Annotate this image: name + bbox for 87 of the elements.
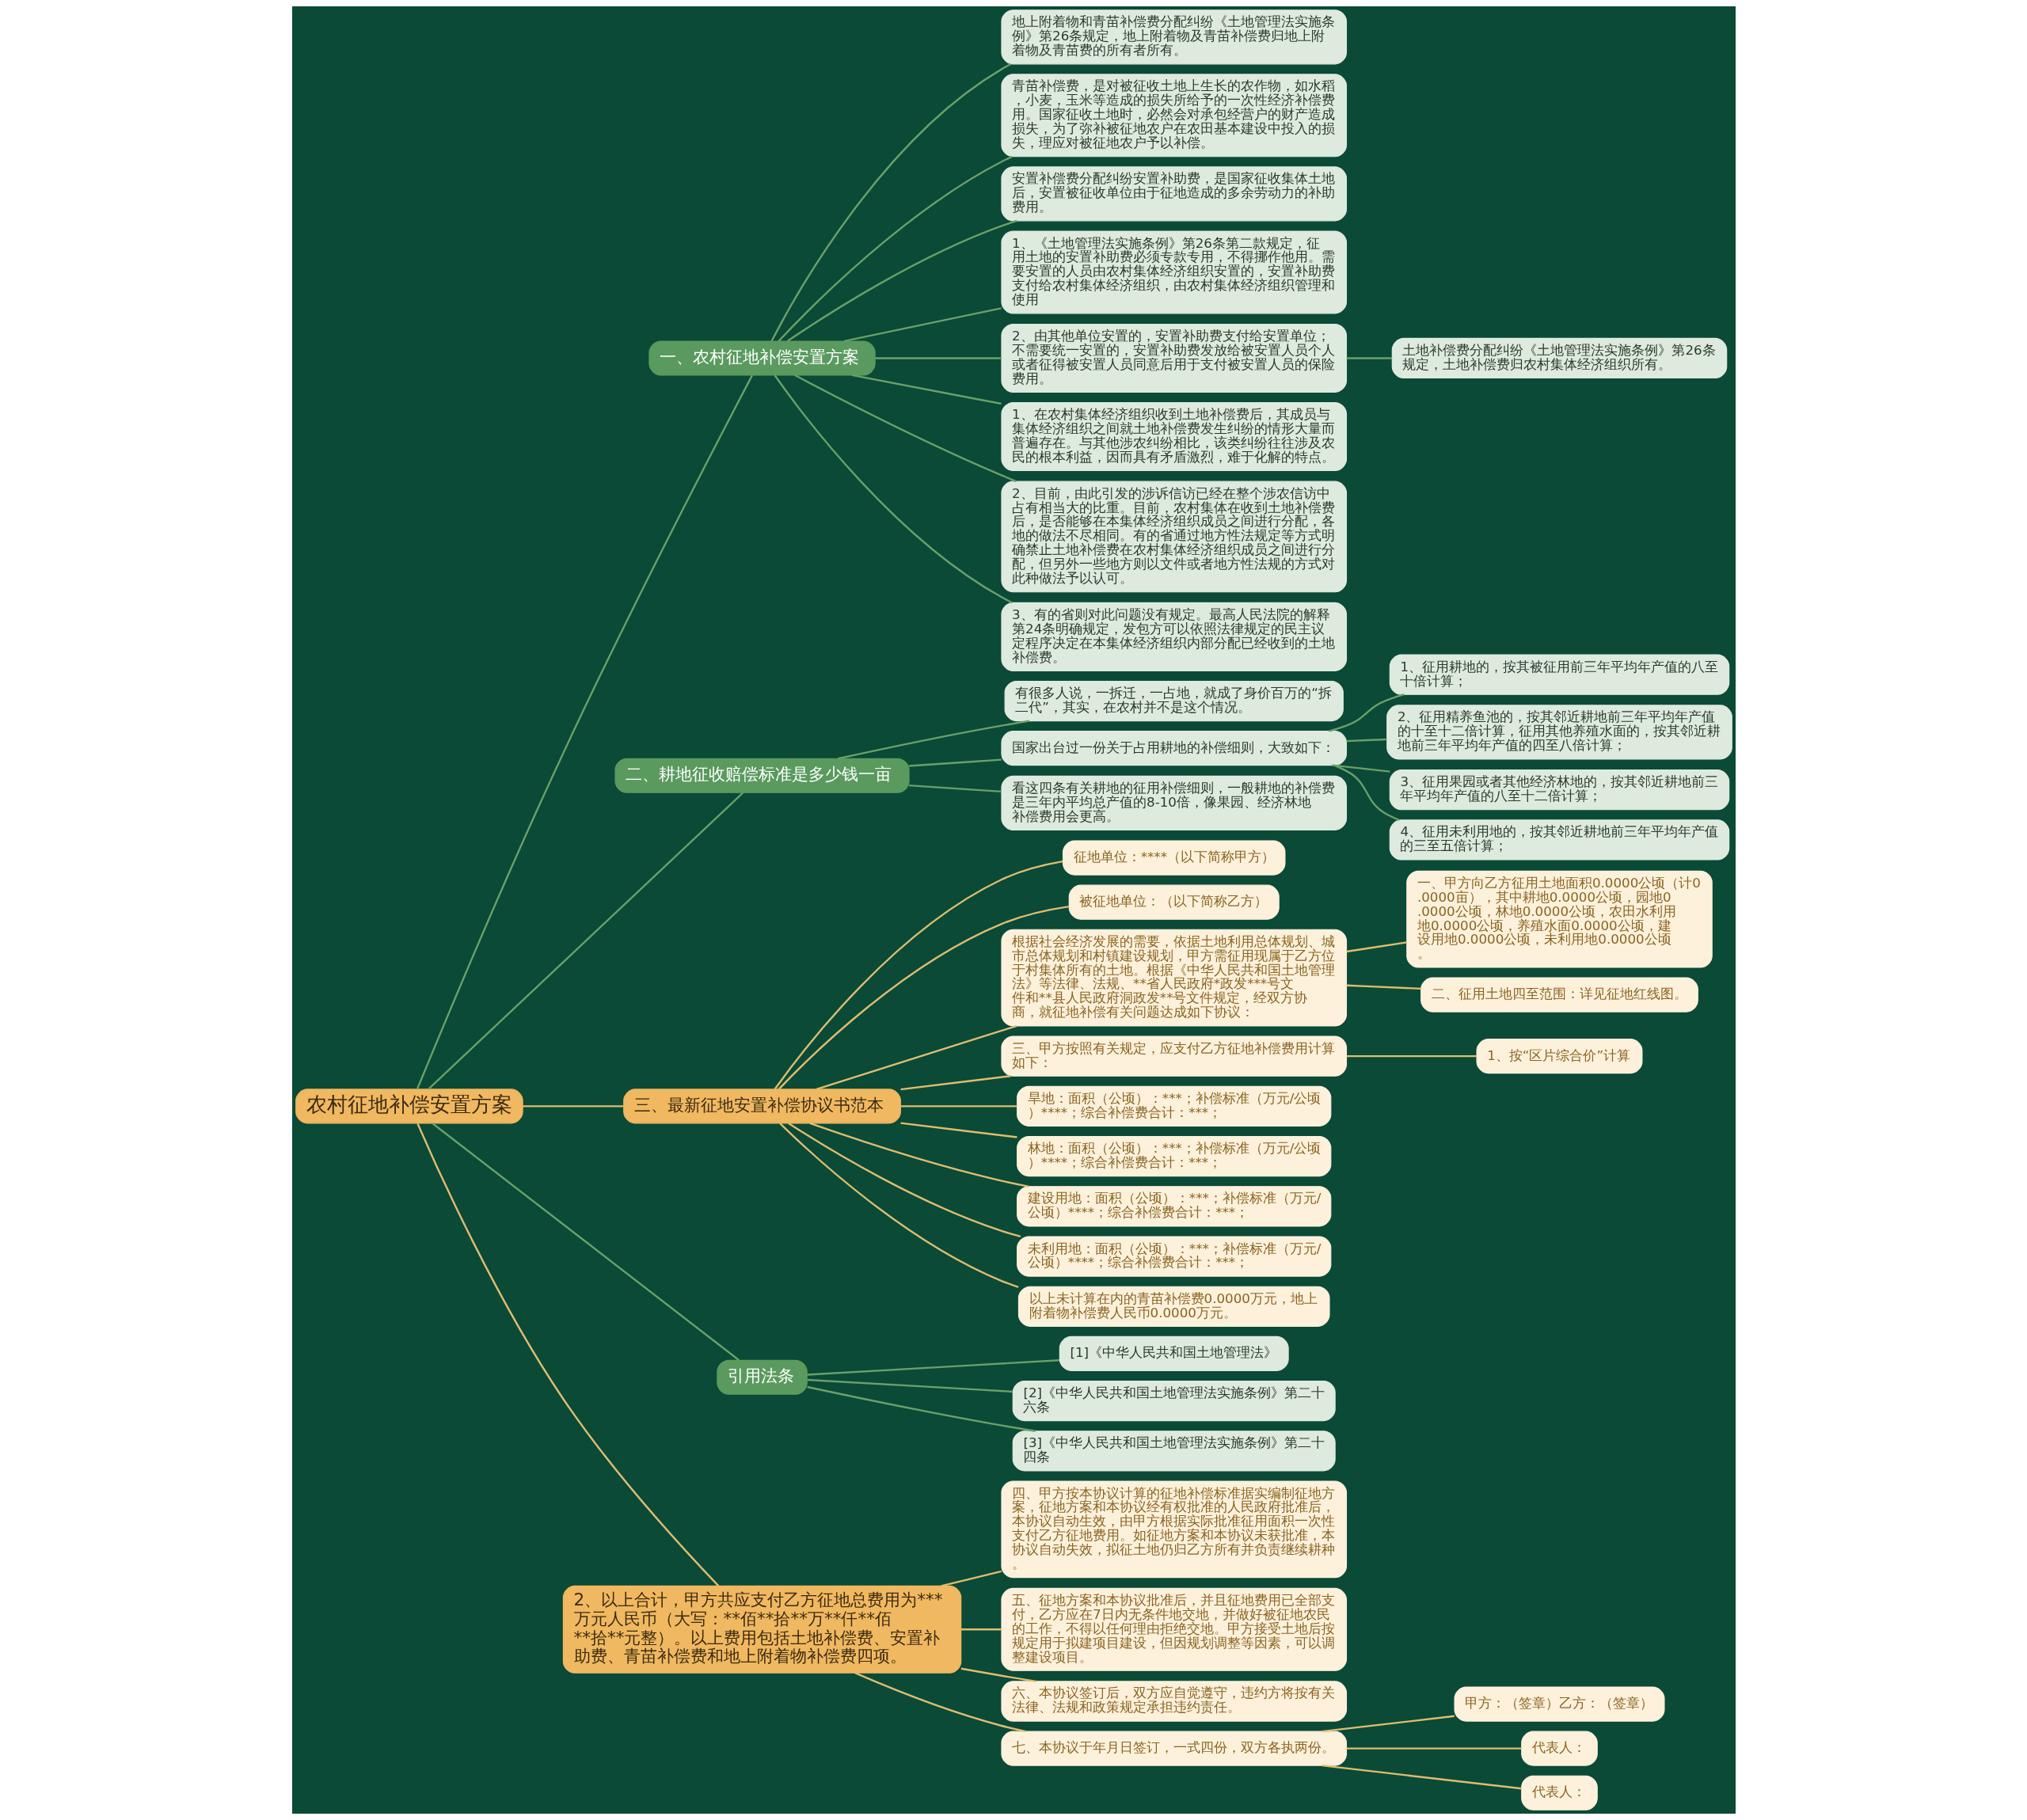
connector: [522, 1105, 623, 1108]
connector: [770, 63, 1011, 342]
node-box: 未利用地：面积（公顷）：***；补偿标准（万元/公顷）****；综合补偿费合计：***；: [1016, 1236, 1331, 1277]
node-box: 五、征地方案和本协议批准后，并且征地费用已全部支付，乙方应在7日内无条件地交地，并做好被征地农民的工作，不得以任何理由拒绝交地。甲方接受土地后按规定用于拟建项目建设，但因规划调整等因素，可以调整建设项目。: [1000, 1587, 1347, 1671]
node-box: 引用法条: [716, 1359, 808, 1395]
connector: [1328, 693, 1404, 732]
node-box: 三、最新征地安置补偿协议书范本: [622, 1089, 901, 1124]
connector: [1346, 1747, 1521, 1750]
node-box: 有很多人说，一拆迁，一占地，就成了身价百万的“拆二代”，其实，在农村并不是这个情况。: [1004, 680, 1344, 722]
node-box: 被征地单位：（以下简称乙方）: [1068, 884, 1280, 920]
connector: [787, 1122, 1021, 1237]
node-box: 土地补偿费分配纠纷《土地管理法实施条例》第26条规定，土地补偿费归农村集体经济组织所有。: [1391, 337, 1727, 379]
node-box: 2、由其他单位安置的，安置补助费支付给安置单位；不需要统一安置的，安置补助费发放给被安置人员个人或者征得被安置人员同意后用于支付被安置人员的保险费用。: [1000, 323, 1347, 393]
connector: [908, 758, 1002, 767]
connector: [778, 1123, 1018, 1288]
node-box: [2]《中华人民共和国土地管理法实施条例》第二十六条: [1012, 1380, 1336, 1422]
connector: [1321, 1715, 1455, 1733]
node-box: 一、甲方向乙方征用土地面积0.0000公顷（计0.0000亩），其中耕地0.0000公顷，园地0.0000公顷，林地0.0000公顷，农田水利用地0.0000公顷，养殖水面0.0000公顷，建设用地0.0000公顷，未利用地0.0000公顷。: [1405, 870, 1713, 968]
connector: [1346, 738, 1386, 743]
node-box: 六、本协议签订后，双方应自觉遵守，违约方将按有关法律、法规和政策规定承担违约责任。: [1000, 1681, 1347, 1722]
connector: [786, 219, 1017, 342]
connector: [854, 1672, 1026, 1733]
node-box: 地上附着物和青苗补偿费分配纠纷《土地管理法实施条例》第26条规定，地上附着物及青苗补偿费归地上附着物及青苗费的所有者所有。: [1000, 9, 1347, 65]
connector: [1346, 357, 1392, 359]
connector: [816, 1024, 1017, 1090]
connector: [806, 1385, 1036, 1432]
node-box: 二、耕地征收赔偿标准是多少钱一亩: [614, 758, 910, 793]
node-box: 代表人：: [1520, 1731, 1598, 1766]
node-box: [3]《中华人民共和国土地管理法实施条例》第二十四条: [1012, 1431, 1336, 1472]
connector: [940, 1570, 1002, 1587]
node-box: 四、甲方按本协议计算的征地补偿标准据实编制征地方案，征地方案和本协议经有权批准的人民政府批准后，本协议自动生效，由甲方根据实际批准征用面积一次性支付乙方征地费用。如征地方案和本协议未获批准，本协议自动失效，拟征土地仍归乙方所有并负责继续耕种。: [1000, 1480, 1347, 1579]
connector: [960, 1667, 1036, 1683]
node-box: 一、农村征地补偿安置方案: [648, 340, 876, 376]
connector: [1346, 984, 1421, 990]
connector: [1331, 764, 1390, 773]
node-box: 征地单位：****（以下简称甲方）: [1062, 840, 1285, 876]
node-box: 2、征用精养鱼池的，按其邻近耕地前三年平均年产值的十至十二倍计算，征用其他养殖水面的，按其邻近耕地前三年平均年产值的四至八倍计算；: [1386, 705, 1732, 760]
node-box: 七、本协议于年月日签订，一式四份，双方各执两份。: [1000, 1731, 1347, 1766]
connector: [807, 1378, 1013, 1393]
connector: [809, 1122, 1029, 1187]
connector: [843, 307, 1002, 343]
node-box: 建设用地：面积（公顷）：***；补偿标准（万元/公顷）****；综合补偿费合计：***；: [1016, 1186, 1331, 1227]
connector: [1345, 941, 1407, 953]
node-box: 农村征地补偿安置方案: [295, 1089, 523, 1124]
connector: [899, 1122, 1017, 1138]
node-box: 根据社会经济发展的需要，依据土地利用总体规划、城市总体规划和村镇建设规划，甲方需征用现属于乙方位于村集体所有的土地。根据《中华人民共和国土地管理法》等法律、法规、**省人民政府*政发***号文件和**县人民政府洞政发**号文件规定，经双方协商，就征地补偿有关问题达成如下协议：: [1000, 929, 1347, 1027]
connector: [778, 155, 1013, 342]
node-box: 1、按“区片综合价”计算: [1476, 1039, 1642, 1074]
node-box: 1、征用耕地的，按其被征用前三年平均年产值的八至十倍计算；: [1389, 654, 1729, 695]
node-box: 甲方：（签章）乙方：（签章）: [1453, 1686, 1664, 1722]
node-box: 3、有的省则对此问题没有规定。最高人民法院的解释第24条明确规定，发包方可以依照法律规定的民主议定程序决定在本集体经济组织内部分配已经收到的土地补偿费。: [1000, 602, 1347, 671]
connector: [1333, 764, 1399, 821]
connector: [900, 1105, 1017, 1108]
node-box: 2、以上合计，甲方共应支付乙方征地总费用为***万元人民币（大写：**佰**拾**万**仟**佰**拾**元整）。以上费用包括土地补偿费、安置补助费、青苗补偿费和地上附着物补偿费四项。: [562, 1585, 961, 1674]
node-box: 1、在农村集体经济组织收到土地补偿费后，其成员与集体经济组织之间就土地补偿费发生纠纷的情形大量而普遍存在。与其他涉农纠纷相比，该类纠纷往往涉及农民的根本利益，因而具有矛盾激烈，难于化解的特点。: [1000, 401, 1347, 472]
node-box: 国家出台过一份关于占用耕地的补偿细则，大致如下：: [1000, 731, 1347, 766]
node-box: 3、征用果园或者其他经济林地的，按其邻近耕地前三年平均年产值的八至十二倍计算；: [1389, 769, 1729, 811]
node-box: 看这四条有关耕地的征用补偿细则，一般耕地的补偿费是三年内平均总产值的8-10倍，像果园、经济林地补偿费用会更高。: [1000, 775, 1347, 830]
node-box: 2、目前，由此引发的涉诉信访已经在整个涉农信访中占有相当大的比重。目前，农村集体在收到土地补偿费后，是否能够在本集体经济组织成员之间进行分配，各地的做法不尽相同。有的省通过地方性法规定等方式明确禁止土地补偿费在农村集体经济组织成员之间进行分配，但另外一些地方则以文件或者地方性法规的方式对此种做法予以认可。: [1000, 481, 1347, 593]
connector: [960, 1628, 1002, 1631]
connector: [774, 374, 1013, 604]
connector: [416, 1123, 719, 1587]
connector: [874, 357, 1002, 359]
node-box: 安置补偿费分配纠纷安置补助费，是国家征收集体土地后，安置被征收单位由于征地造成的多余劳动力的补助费用。: [1000, 166, 1347, 222]
connector: [807, 1359, 1059, 1376]
connector: [431, 1123, 740, 1361]
connector: [899, 1075, 1010, 1091]
connector: [774, 860, 1063, 1090]
connector: [908, 784, 1002, 793]
connector: [1321, 1764, 1522, 1790]
node-box: 林地：面积（公顷）：***；补偿标准（万元/公顷）****；综合补偿费合计：***；: [1016, 1135, 1331, 1177]
node-box: [1]《中华人民共和国土地管理法》: [1059, 1336, 1289, 1371]
node-box: 旱地：面积（公顷）：***；补偿标准（万元/公顷）****；综合补偿费合计：***；: [1016, 1085, 1331, 1127]
node-box: 以上未计算在内的青苗补偿费0.0000万元，地上附着物补偿费人民币0.0000万元。: [1017, 1286, 1330, 1327]
connector: [1346, 1054, 1477, 1058]
connector: [427, 792, 743, 1090]
node-box: 1、《土地管理法实施条例》第26条第二款规定，征用土地的安置补助费必须专款专用，不得挪作他用。需要安置的人员由农村集体经济组织安置的，安置补助费支付给农村集体经济组织，由农村集体经济组织管理和使用: [1000, 230, 1347, 314]
node-box: 4、征用未利用地的，按其邻近耕地前三年平均年产值的三至五倍计算；: [1389, 819, 1729, 861]
node-box: 青苗补偿费，是对被征收土地上生长的农作物，如水稻，小麦，玉米等造成的损失所给予的一次性经济补偿费用。国家征收土地时，必然会对承包经营户的财产造成损失，为了弥补被征地农户在农田基本建设中投入的损失，理应对被征地农户予以补偿。: [1000, 74, 1347, 158]
connector: [416, 374, 753, 1090]
node-box: 三、甲方按照有关规定，应支付乙方征地补偿费用计算如下：: [1000, 1035, 1347, 1077]
connector: [793, 374, 1017, 483]
connector: [778, 905, 1069, 1090]
connector: [837, 720, 1029, 760]
node-box: 二、征用土地四至范围：详见征地红线图。: [1420, 977, 1698, 1013]
connector: [851, 374, 1002, 405]
node-box: 代表人：: [1520, 1775, 1598, 1811]
